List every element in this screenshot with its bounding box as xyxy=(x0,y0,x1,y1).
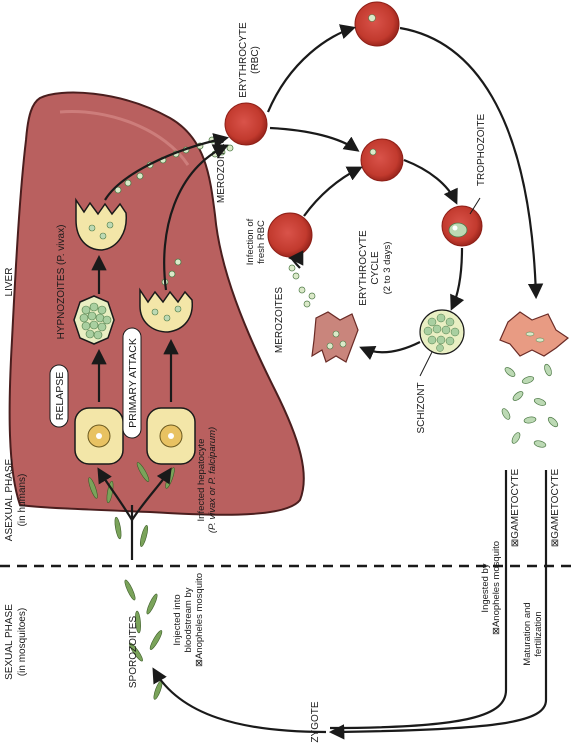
gametocyte-rbc xyxy=(499,311,570,357)
asexual-phase-title: ASEXUAL PHASE xyxy=(4,458,15,541)
ruptured-hepatocyte-primary xyxy=(139,287,193,333)
hypnozoites-label: HYPNOZOITES (P. vivax) xyxy=(56,225,67,340)
ruptured-rbc xyxy=(311,311,359,363)
hepatocyte-relapse xyxy=(74,407,124,465)
injected-label-3: ⊠Anopheles mosquito xyxy=(194,573,205,667)
cycle-label-2: CYCLE xyxy=(370,251,381,285)
sporozoites-label: SPOROZOITES xyxy=(128,616,139,689)
gametocyte-label-2: ⊠GAMETOCYTE xyxy=(550,469,561,548)
sexual-phase-sub: (in mosquitoes) xyxy=(17,608,28,676)
trophozoite-leader xyxy=(469,197,481,215)
sexual-phase-title: SEXUAL PHASE xyxy=(4,604,15,680)
gametocytes xyxy=(501,363,559,448)
sexual-arrows xyxy=(152,470,548,740)
svg-text:RELAPSE: RELAPSE xyxy=(54,372,66,420)
rbc-erythrocyte xyxy=(224,102,268,146)
infection-fresh-rbc-1: Infection of xyxy=(245,218,256,265)
gametocyte-label-1: ⊠GAMETOCYTE xyxy=(510,469,521,548)
hypnozoite-cell xyxy=(73,295,115,345)
infected-hepatocyte-label: Infected hepatocyte xyxy=(196,439,207,522)
asexual-phase-sub: (in humans) xyxy=(17,474,28,527)
injected-label-2: bloodstream by xyxy=(183,587,194,652)
ruptured-hepatocyte-relapse xyxy=(75,197,127,251)
ingested-label-1: Ingested by xyxy=(480,563,491,612)
infection-fresh-rbc-2: fresh RBC xyxy=(256,220,267,264)
rbc-infected xyxy=(360,138,404,182)
cycle-arrows xyxy=(266,24,544,361)
rbc-label: (RBC) xyxy=(250,46,261,74)
zygote-label: ZYGOTE xyxy=(310,701,321,742)
trophozoite-label: TROPHOZOITE xyxy=(476,114,487,187)
hepatocyte-primary xyxy=(146,407,196,465)
sporozoites xyxy=(88,462,175,700)
blood-merozoites xyxy=(288,264,316,308)
maturation-label-2: fertilization xyxy=(533,611,544,656)
merozoites-blood-label: MEROZOITES xyxy=(274,287,285,353)
erythrocyte-label: ERYTHROCYTE xyxy=(238,22,249,98)
merozoites-liver-label: MEROZOITES xyxy=(216,137,227,203)
sporozoite-arrows xyxy=(97,467,172,560)
rbc-trophozoite xyxy=(441,205,483,247)
liver-title: LIVER xyxy=(4,268,15,297)
schizont-label: SCHIZONT xyxy=(416,382,427,433)
rbc-top xyxy=(354,1,400,47)
cycle-label-3: (2 to 3 days) xyxy=(382,242,393,295)
injected-label-1: Injected into xyxy=(172,594,183,645)
infected-hepatocyte-species: (P. vivax or P. falciparum) xyxy=(207,427,218,533)
primary-attack-label: PRIMARY ATTACK xyxy=(122,327,142,439)
liver-arrows xyxy=(91,254,179,402)
cycle-label-1: ERYTHROCYTE xyxy=(358,230,369,306)
rbc-fresh xyxy=(267,212,313,258)
ingested-label-2: ⊠Anopheles mosquito xyxy=(491,541,502,635)
maturation-label-1: Maturation and xyxy=(522,602,533,665)
schizont xyxy=(419,309,465,377)
svg-text:PRIMARY ATTACK: PRIMARY ATTACK xyxy=(127,338,139,428)
relapse-label: RELAPSE xyxy=(49,364,69,428)
liver-to-blood-arrows xyxy=(104,133,230,291)
